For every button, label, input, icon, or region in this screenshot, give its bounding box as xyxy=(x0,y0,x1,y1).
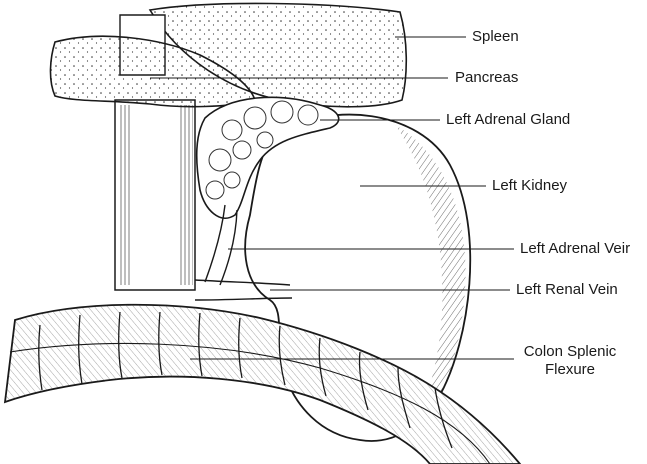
label-colon-splenic-flexure: Colon Splenic Flexure xyxy=(515,343,625,379)
label-pancreas: Pancreas xyxy=(455,69,518,87)
label-left-adrenal-vein: Left Adrenal Veir xyxy=(520,240,630,258)
label-left-renal-vein: Left Renal Vein xyxy=(516,281,618,299)
label-left-adrenal-gland: Left Adrenal Gland xyxy=(446,111,570,129)
label-colon-line2: Flexure xyxy=(515,361,625,379)
label-spleen: Spleen xyxy=(472,28,519,46)
label-left-kidney: Left Kidney xyxy=(492,177,567,195)
label-colon-line1: Colon Splenic xyxy=(515,343,625,361)
